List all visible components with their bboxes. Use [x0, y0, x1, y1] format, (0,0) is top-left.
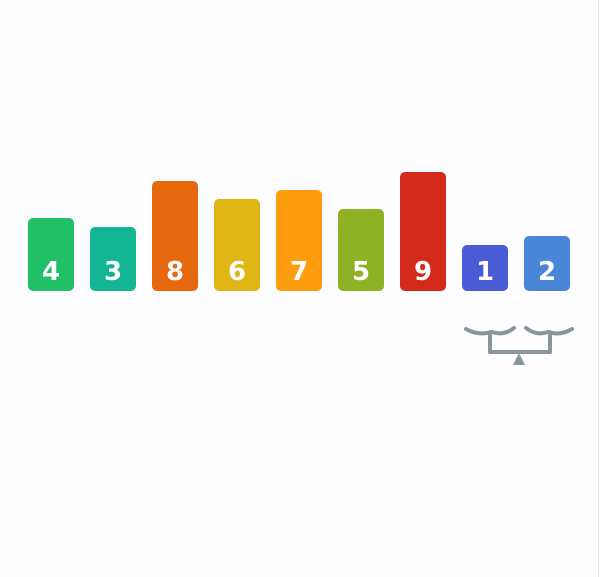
- bar-2[interactable]: 2: [524, 236, 570, 291]
- bar-5[interactable]: 5: [338, 209, 384, 291]
- bar-1[interactable]: 1: [462, 245, 508, 291]
- bar-7[interactable]: 7: [276, 190, 322, 291]
- bar-label: 9: [413, 257, 433, 287]
- bar-label: 8: [165, 257, 185, 287]
- bar-label: 7: [289, 257, 309, 287]
- balance-scale-icon: [464, 326, 574, 365]
- bar-label: 6: [227, 257, 247, 287]
- bar-label: 5: [351, 257, 371, 287]
- bar-3[interactable]: 3: [90, 227, 136, 291]
- bar-label: 2: [537, 257, 557, 287]
- bar-label: 4: [41, 257, 61, 287]
- bar-6[interactable]: 6: [214, 199, 260, 291]
- bar-8[interactable]: 8: [152, 181, 198, 291]
- bar-9[interactable]: 9: [400, 172, 446, 291]
- bar-label: 1: [475, 257, 495, 287]
- bar-label: 3: [103, 257, 123, 287]
- bar-4[interactable]: 4: [28, 218, 74, 291]
